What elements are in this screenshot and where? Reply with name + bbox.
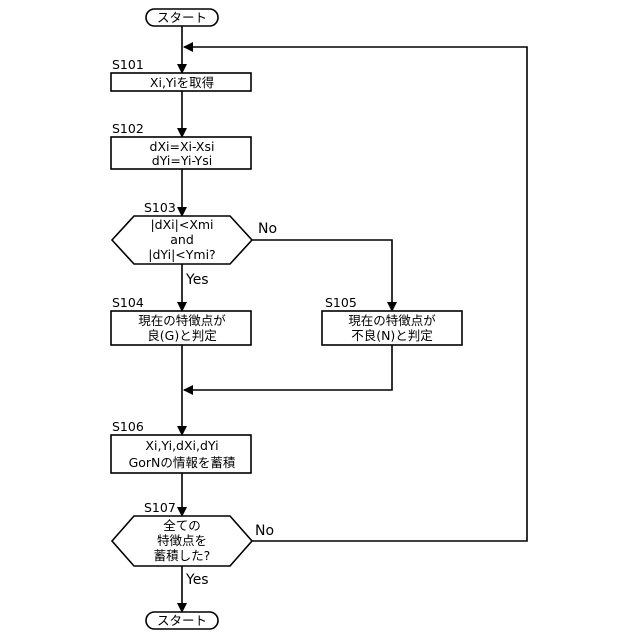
no-label: No — [255, 523, 274, 539]
step-text: Xi,Yi,dXi,dYi — [145, 438, 218, 453]
decision-text: |dXi|<Xmi — [150, 217, 213, 232]
yes-label: Yes — [185, 272, 209, 288]
step-text: dYi=Yi-Ysi — [152, 153, 212, 168]
start-label: スタート — [157, 10, 207, 25]
step-text: 不良(N)と判定 — [351, 328, 433, 343]
decision-text: and — [170, 232, 194, 247]
step-s101: S101 Xi,Yiを取得 — [111, 57, 251, 91]
step-id: S103 — [144, 200, 176, 215]
decision-s107: S107 全ての 特徴点を 蓄積した? No Yes — [112, 500, 274, 588]
edge-s105-merge — [184, 345, 392, 390]
step-text: 現在の特徴点が — [348, 313, 436, 328]
step-text: 良(G)と判定 — [147, 328, 216, 343]
start-terminal: スタート — [146, 9, 218, 26]
step-text: 現在の特徴点が — [138, 313, 226, 328]
step-s102: S102 dXi=Xi-Xsi dYi=Yi-Ysi — [111, 121, 251, 169]
step-s106: S106 Xi,Yi,dXi,dYi GorNの情報を蓄積 — [111, 419, 251, 473]
step-text: Xi,Yiを取得 — [150, 75, 214, 90]
decision-text: 特徴点を — [157, 533, 207, 548]
step-id: S106 — [112, 419, 144, 434]
end-terminal: スタート — [146, 612, 218, 629]
step-text: dXi=Xi-Xsi — [150, 139, 215, 154]
step-id: S105 — [325, 295, 357, 310]
step-s104: S104 現在の特徴点が 良(G)と判定 — [111, 295, 251, 345]
step-id: S102 — [112, 121, 144, 136]
no-label: No — [258, 221, 277, 237]
decision-text: 蓄積した? — [154, 548, 211, 563]
decision-text: |dYi|<Ymi? — [148, 247, 215, 262]
end-label: スタート — [157, 613, 207, 628]
step-id: S101 — [112, 57, 144, 72]
decision-text: 全ての — [163, 518, 201, 533]
step-id: S107 — [144, 500, 176, 515]
decision-s103: S103 |dXi|<Xmi and |dYi|<Ymi? No Yes — [112, 200, 277, 288]
step-text: GorNの情報を蓄積 — [129, 455, 236, 470]
step-id: S104 — [112, 295, 144, 310]
yes-label: Yes — [185, 572, 209, 588]
edge-s103-s105 — [252, 240, 392, 311]
